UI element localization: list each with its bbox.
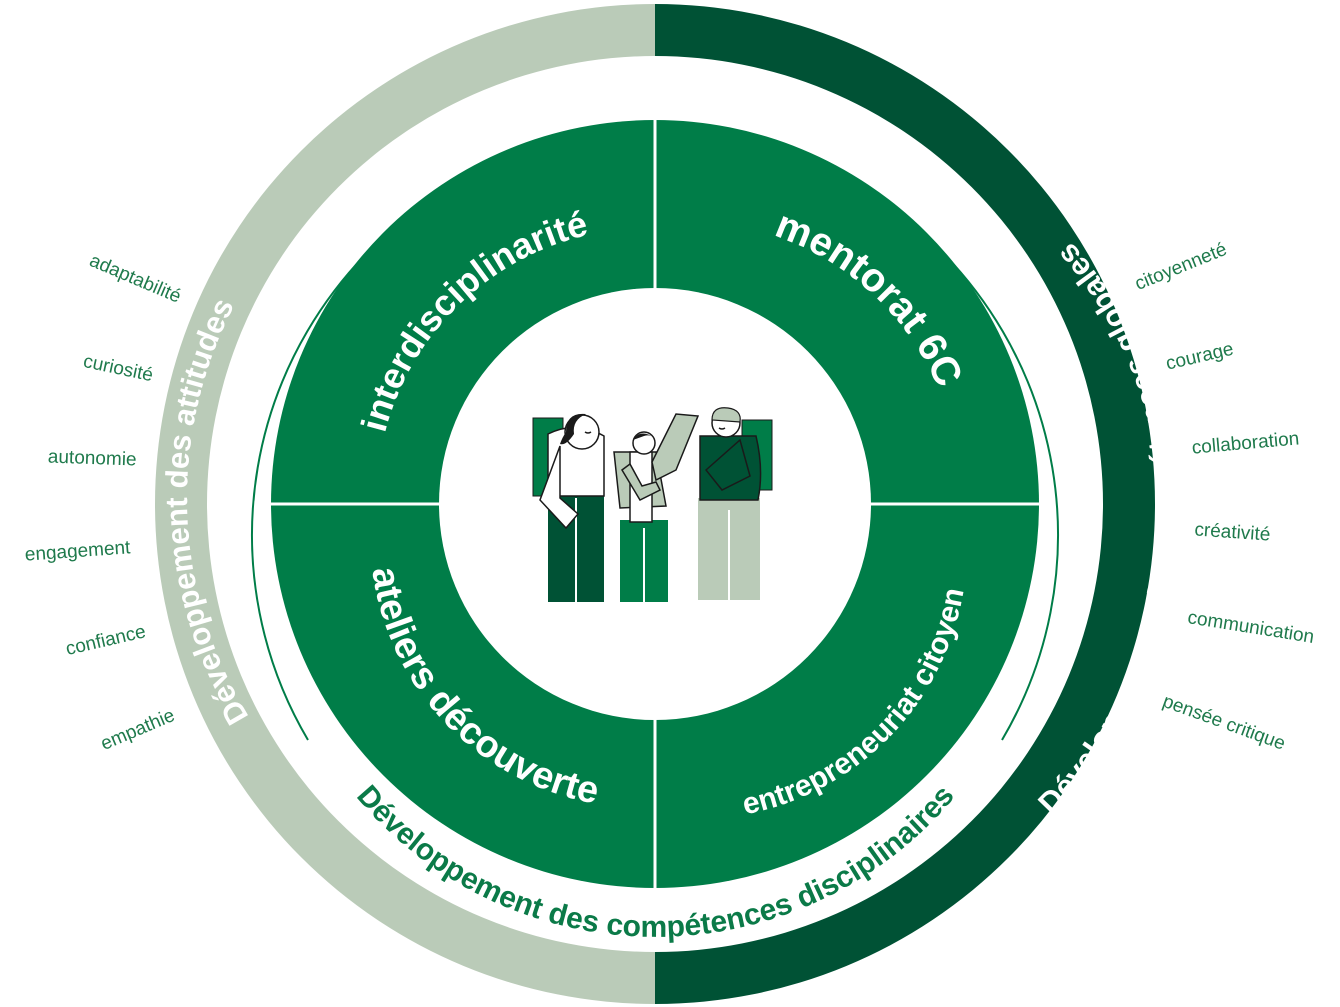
attitude-item: confiance <box>64 621 148 660</box>
global-skill-item: courage <box>1164 339 1236 375</box>
child-figure-icon <box>613 413 700 602</box>
woman-figure-icon <box>532 413 605 602</box>
outer-ring-left <box>155 4 655 1004</box>
man-figure-icon <box>698 407 773 600</box>
global-skill-item: citoyenneté <box>1132 239 1230 295</box>
attitude-item: autonomie <box>47 446 136 470</box>
global-skill-item: créativité <box>1194 519 1271 545</box>
outer-ring-right <box>655 4 1155 1004</box>
attitude-item: curiosité <box>81 351 155 386</box>
global-skill-item: communication <box>1186 607 1315 648</box>
attitude-item: adaptabilité <box>86 250 184 307</box>
attitude-item: empathie <box>98 705 178 755</box>
global-skill-item: pensée critique <box>1160 691 1288 755</box>
global-skill-item: collaboration <box>1191 428 1300 458</box>
people-illustration-icon <box>532 407 773 602</box>
attitude-item: engagement <box>24 537 132 565</box>
